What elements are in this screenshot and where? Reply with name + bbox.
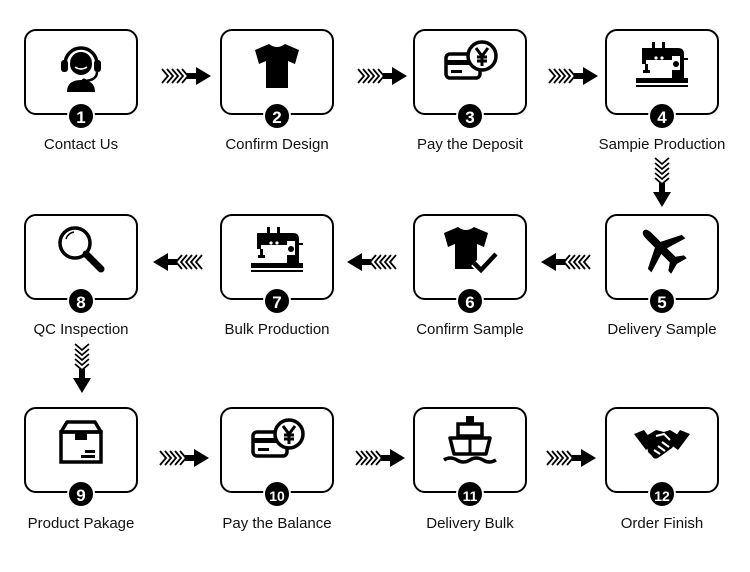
- arrow-right-icon: [354, 448, 406, 468]
- step-2-box: [220, 29, 334, 115]
- sewing-machine-icon: [247, 219, 307, 279]
- step-11-label: Delivery Bulk: [426, 515, 514, 532]
- step-11-box: [413, 407, 527, 493]
- tshirt-icon: [247, 34, 307, 94]
- step-6-label: Confirm Sample: [416, 321, 524, 338]
- step-11-number: 11: [456, 480, 484, 508]
- arrow-left-icon: [540, 252, 592, 272]
- step-4-box: [605, 29, 719, 115]
- arrow-down-icon: [652, 156, 672, 208]
- step-5-label: Delivery Sample: [607, 321, 717, 338]
- step-9-box: [24, 407, 138, 493]
- arrow-left-icon: [346, 252, 398, 272]
- step-12-box: [605, 407, 719, 493]
- step-9-label: Product Pakage: [27, 515, 135, 532]
- step-5-number: 5: [648, 287, 676, 315]
- step-7-number: 7: [263, 287, 291, 315]
- step-12-label: Order Finish: [620, 515, 704, 532]
- step-7-label: Bulk Production: [224, 321, 330, 338]
- yen-card-icon: [440, 34, 500, 94]
- arrow-right-icon: [158, 448, 210, 468]
- step-2-number: 2: [263, 102, 291, 130]
- arrow-down-icon: [72, 342, 92, 394]
- step-5-box: [605, 214, 719, 300]
- magnifier-icon: [51, 219, 111, 279]
- tshirt-check-icon: [440, 219, 500, 279]
- step-8-number: 8: [67, 287, 95, 315]
- step-12-number: 12: [648, 480, 676, 508]
- step-2-label: Confirm Design: [225, 136, 329, 153]
- airplane-icon: [632, 219, 692, 279]
- package-box-icon: [51, 412, 111, 472]
- handshake-icon: [632, 412, 692, 472]
- step-1-label: Contact Us: [43, 136, 119, 153]
- step-7-box: [220, 214, 334, 300]
- arrow-right-icon: [547, 66, 599, 86]
- step-4-label: Sampie Production: [598, 136, 726, 153]
- step-10-label: Pay the Balance: [222, 515, 332, 532]
- step-1-number: 1: [67, 102, 95, 130]
- step-1-box: [24, 29, 138, 115]
- step-6-box: [413, 214, 527, 300]
- cargo-ship-icon: [440, 412, 500, 472]
- step-6-number: 6: [456, 287, 484, 315]
- arrow-left-icon: [152, 252, 204, 272]
- arrow-right-icon: [160, 66, 212, 86]
- headset-icon: [51, 34, 111, 94]
- arrow-right-icon: [545, 448, 597, 468]
- step-10-number: 10: [263, 480, 291, 508]
- yen-card-icon: [247, 412, 307, 472]
- step-4-number: 4: [648, 102, 676, 130]
- arrow-right-icon: [356, 66, 408, 86]
- step-3-number: 3: [456, 102, 484, 130]
- step-8-label: QC Inspection: [33, 321, 129, 338]
- step-9-number: 9: [67, 480, 95, 508]
- step-3-label: Pay the Deposit: [417, 136, 523, 153]
- sewing-machine-icon: [632, 34, 692, 94]
- step-10-box: [220, 407, 334, 493]
